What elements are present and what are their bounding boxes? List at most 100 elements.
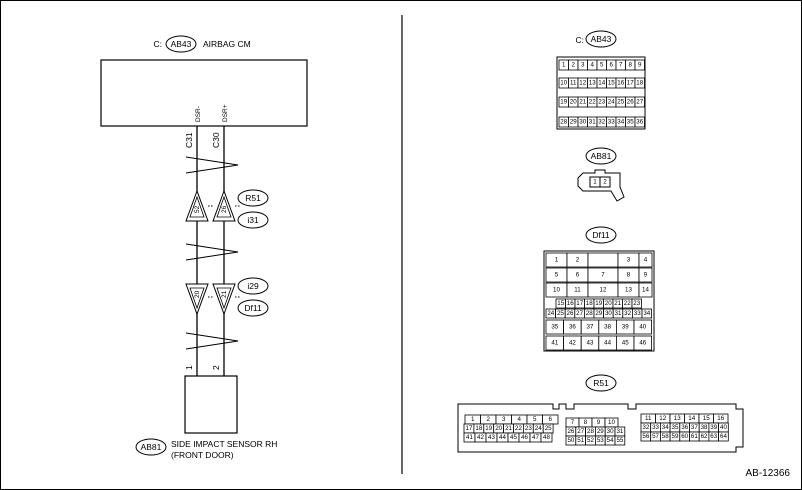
df11-pin: 17	[576, 300, 583, 307]
ab43-pin: 3	[581, 62, 585, 69]
ab43-pin: 20	[570, 99, 577, 106]
df11-pin-cell	[638, 282, 653, 298]
ab43-pin: 36	[636, 119, 643, 126]
ab43-pin: 27	[636, 99, 643, 106]
r51-pin: 2	[487, 416, 491, 423]
r51-pin: 23	[525, 425, 532, 432]
ab43-pin-cell	[634, 77, 645, 89]
r51-pin: 6	[549, 416, 553, 423]
df11-pin: 4	[644, 257, 648, 264]
df11-pin: 14	[642, 287, 649, 294]
r51-pin: 21	[505, 425, 512, 432]
r51-pin: 16	[717, 415, 724, 422]
df11-pin: 15	[557, 300, 564, 307]
r51-pin: 14	[688, 415, 695, 422]
ab43-pin: 33	[608, 119, 615, 126]
df11-pin: 3	[627, 257, 631, 264]
r51-pin: 4	[518, 416, 522, 423]
r51-face-ref-oval	[585, 374, 617, 392]
r51-pin: 34	[662, 424, 669, 431]
ab43-pin: 10	[560, 80, 567, 87]
df11-pin: 45	[622, 340, 629, 347]
r51-ref: R51	[245, 193, 261, 203]
df11-pin-cell	[633, 319, 653, 335]
df11-pin: 21	[614, 300, 621, 307]
ab43-pin: 17	[627, 80, 634, 87]
i29-ref-oval	[237, 277, 269, 295]
r51-pin: 42	[477, 434, 484, 441]
df11-pin: 20	[605, 300, 612, 307]
df11-pin-cell	[638, 267, 653, 283]
r51-pin: 41	[466, 434, 473, 441]
ab43-pin: 21	[579, 99, 586, 106]
r51-pin: 43	[488, 434, 495, 441]
ab43-pin: 18	[636, 80, 643, 87]
r51-pin-cell	[540, 432, 553, 443]
ab43-pin: 4	[591, 62, 595, 69]
r51-pin: 11	[645, 415, 652, 422]
cm-name: AIRBAG CM	[203, 39, 251, 49]
ab43-pin: 7	[619, 62, 623, 69]
df11-pin: 33	[634, 310, 641, 317]
r51-ref-oval	[237, 189, 269, 207]
df11-pin: 27	[576, 310, 583, 317]
r51-pin: 17	[466, 425, 473, 432]
r51-pin: 29	[597, 428, 604, 435]
r51-pin: 25	[545, 425, 552, 432]
r51-pin-cell	[614, 435, 626, 446]
r51-pin-cell	[718, 431, 729, 442]
airbag-cm-label: C: AB43 AIRBAG CM	[154, 35, 251, 53]
ab43-ref: AB43	[591, 34, 612, 44]
twisted-pair-mark	[185, 156, 239, 174]
ab43-pin: 13	[589, 80, 596, 87]
ab43-pin-cell	[634, 59, 645, 71]
connector-i29-df11: 20 21 i29 Df11	[185, 277, 269, 317]
r51-face-ref: R51	[593, 378, 609, 388]
df11-pin: 37	[587, 324, 594, 331]
ab43-pin: 35	[627, 119, 634, 126]
df11-pin: 42	[569, 340, 576, 347]
r51-pin: 40	[720, 424, 727, 431]
r51-pin: 59	[672, 433, 679, 440]
ab43-pin: 22	[589, 99, 596, 106]
df11-pin: 29	[595, 310, 602, 317]
ab43-pin-cell	[634, 96, 645, 108]
r51-pin: 47	[532, 434, 539, 441]
ab43-pin: 9	[638, 62, 642, 69]
cm-pin-c31: C31	[184, 132, 194, 148]
r51-pin: 10	[608, 419, 615, 426]
df11-pin: 7	[601, 272, 605, 279]
i31-ref: i31	[247, 215, 259, 225]
ab43-pin: 19	[560, 99, 567, 106]
figure-id: AB-12366	[746, 468, 791, 479]
r51-pin: 44	[499, 434, 506, 441]
df11-pin-cell	[633, 335, 653, 351]
df11-pin: 5	[555, 272, 559, 279]
ab43-pin: 1	[562, 62, 566, 69]
r51-pin: 3	[502, 416, 506, 423]
ab43-pin: 11	[570, 80, 577, 87]
cm-ref-oval	[165, 35, 197, 53]
r51-pin: 32	[642, 424, 649, 431]
df11-pin: 19	[595, 300, 602, 307]
df11-ref: Df11	[244, 303, 262, 313]
df11-pin-cell	[587, 252, 619, 268]
ab43-pin: 32	[598, 119, 605, 126]
df11-pin: 31	[615, 310, 622, 317]
i29-pin-21: 21	[221, 290, 228, 298]
r51-pin: 19	[485, 425, 492, 432]
r51-pin: 22	[515, 425, 522, 432]
i29-pin-20: 20	[194, 290, 201, 298]
r51-pin: 9	[597, 419, 601, 426]
sensor-location: (FRONT DOOR)	[171, 450, 234, 460]
r51-pin: 46	[521, 434, 528, 441]
df11-pin-cell	[638, 252, 653, 268]
r51-pin: 7	[571, 419, 575, 426]
r51-pin: 61	[691, 433, 698, 440]
ab43-pin: 29	[570, 119, 577, 126]
r51-pin: 54	[607, 437, 614, 444]
df11-pin: 38	[604, 324, 611, 331]
df11-pin: 11	[574, 287, 581, 294]
df11-ref-oval	[237, 299, 269, 317]
r51-pin: 8	[584, 419, 588, 426]
